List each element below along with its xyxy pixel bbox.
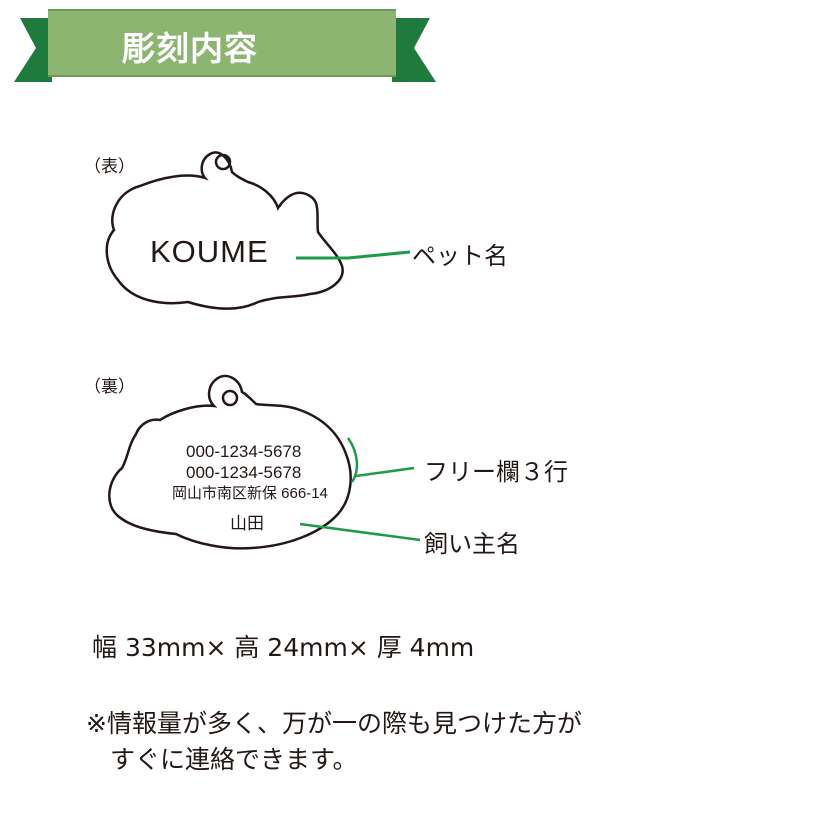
pet-name-callout: ペット名 [412,242,508,270]
banner-body [48,10,396,76]
back-line-2: 000-1234-5678 [186,463,302,482]
note-line-1: ※情報量が多く、万が一の際も見つけた方が [86,709,582,738]
back-label: （裏） [84,377,135,397]
dimensions-text: 幅 33mm× 高 24mm× 厚 4mm [92,633,475,662]
front-tag-hole [214,153,232,171]
banner-tail-left [14,18,52,82]
note-text: ※情報量が多く、万が一の際も見つけた方が すぐに連絡できます。 [86,706,582,778]
owner-name-callout-line [299,522,421,542]
front-label: （表） [84,157,135,177]
front-tag-outline [105,151,344,310]
back-tag-hole [221,389,239,407]
free-lines-bracket [346,437,359,483]
back-owner-name: 山田 [230,514,264,533]
free-lines-callout: フリー欄３行 [424,458,568,486]
back-tag-outline [108,374,352,550]
back-line-1: 000-1234-5678 [186,442,302,461]
banner-title: 彫刻内容 [122,29,258,68]
note-line-2: すぐに連絡できます。 [110,745,358,774]
owner-name-callout: 飼い主名 [424,530,520,558]
header-banner [14,9,436,82]
pet-name-callout-line [296,250,411,260]
banner-tail-right [392,18,436,82]
free-lines-callout-line [355,466,415,478]
back-line-3: 岡山市南区新保 666-14 [172,485,328,502]
front-pet-name: KOUME [150,234,269,269]
